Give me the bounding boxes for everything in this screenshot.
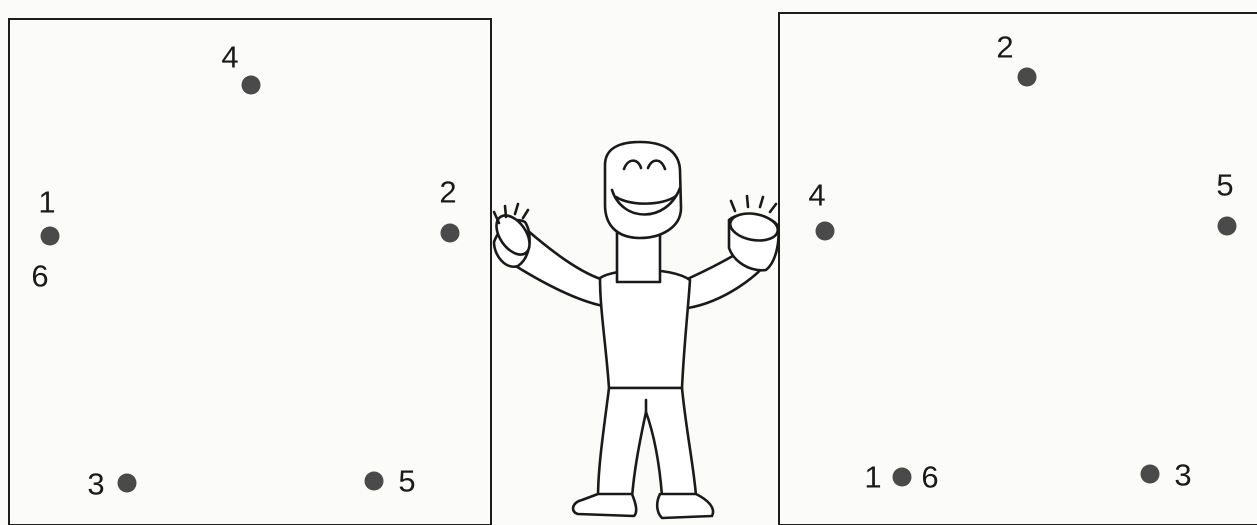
right-panel (778, 12, 1257, 525)
torso (598, 268, 692, 390)
left-shoe (571, 492, 638, 518)
right-dot-1-6 (892, 467, 912, 487)
left-dot-4 (241, 75, 261, 95)
right-label-3: 3 (1174, 457, 1192, 493)
left-label-1: 1 (38, 184, 56, 220)
right-label-4: 4 (808, 177, 826, 213)
left-dot-1-6 (40, 226, 60, 246)
right-label-2: 2 (996, 29, 1014, 65)
right-shoe (655, 492, 715, 520)
right-label-6: 6 (921, 459, 939, 495)
left-dot-3 (117, 473, 137, 493)
dinosaur-character-icon (492, 140, 780, 520)
right-dot-2 (1017, 67, 1037, 87)
left-panel (8, 18, 492, 525)
right-label-5: 5 (1216, 167, 1234, 203)
left-dot-2 (440, 223, 460, 243)
left-label-4: 4 (221, 39, 239, 75)
left-label-5: 5 (398, 463, 416, 499)
left-label-2: 2 (439, 174, 457, 210)
left-label-6: 6 (31, 258, 49, 294)
right-label-1: 1 (864, 459, 882, 495)
right-dot-4 (815, 221, 835, 241)
left-label-3: 3 (87, 466, 105, 502)
right-dot-5 (1217, 216, 1237, 236)
right-dot-3 (1140, 464, 1160, 484)
left-dot-5 (364, 471, 384, 491)
